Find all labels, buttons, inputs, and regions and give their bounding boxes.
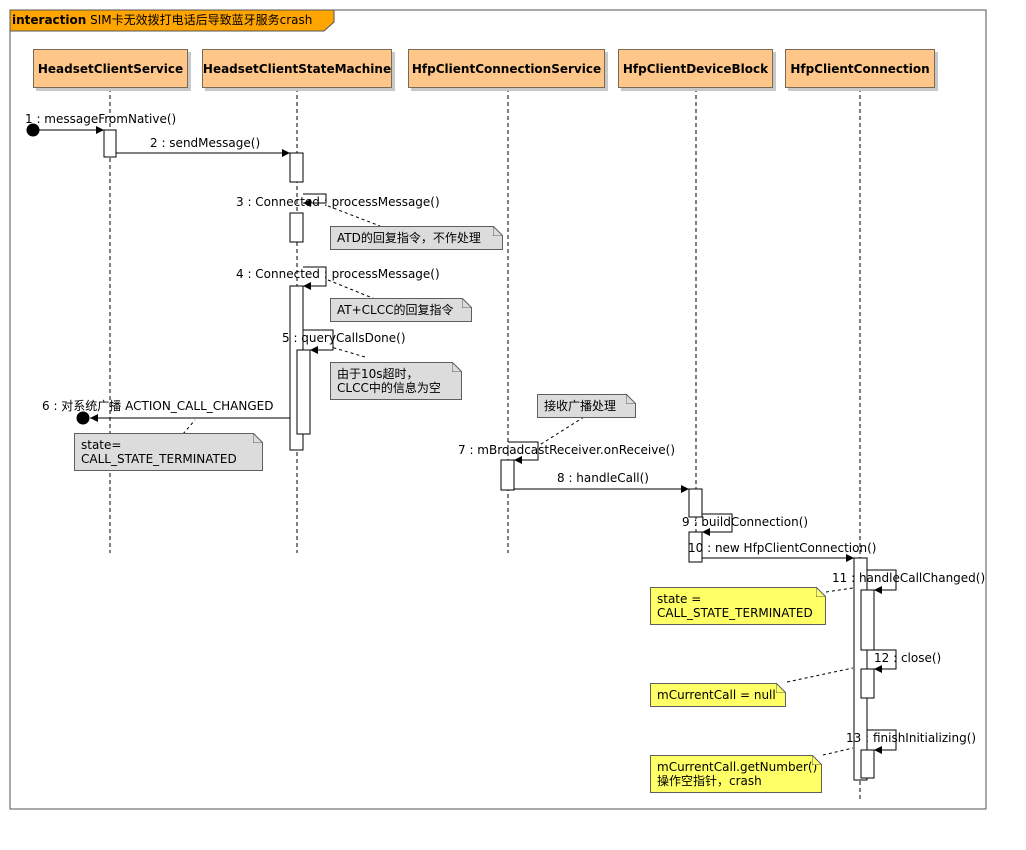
note-state1-line1: state= [81,438,122,452]
frame-keyword: interaction [12,13,87,27]
note-atd-text: ATD的回复指令，不作处理 [337,231,481,245]
frame-tab-bg [9,9,335,32]
message-label-3: 3 : Connected : processMessage() [236,195,440,209]
lifeline-headsetclientservice[interactable]: HeadsetClientService [33,49,188,88]
note-fold-icon [462,298,472,308]
note-atd: ATD的回复指令，不作处理 [330,226,503,250]
note-fold-icon [812,755,822,765]
note-broadcast-text: 接收广播处理 [544,399,617,413]
frame-title: interaction SIM卡无效拨打电话后导致蓝牙服务crash [10,10,330,30]
lifeline-hfpclientconnection[interactable]: HfpClientConnection [785,49,935,88]
note-crash-line2: 操作空指针，crash [657,774,762,788]
note-timeout: 由于10s超时， CLCC中的信息为空 [330,362,462,400]
note-state1-line2: CALL_STATE_TERMINATED [81,452,237,466]
activations [103,129,875,781]
note-fold-icon [776,683,786,693]
frame-name: SIM卡无效拨打电话后导致蓝牙服务crash [90,13,313,27]
note-timeout-line2: CLCC中的信息为空 [337,381,441,395]
interaction-frame [9,9,987,810]
lifeline-hfpclientconnectionservice[interactable]: HfpClientConnectionService [408,49,605,88]
note-crash-line1: mCurrentCall.getNumber() [657,760,818,774]
note-state2-line1: state = [657,592,702,606]
note-state-terminated-2: state = CALL_STATE_TERMINATED [650,587,826,625]
message-label-12: 12 : close() [874,651,942,665]
note-null-call: mCurrentCall = null [650,683,786,707]
message-label-10: 10 : new HfpClientConnection() [688,541,877,555]
message-label-5: 5 : queryCallsDone() [282,331,406,345]
message-arrows [26,123,897,754]
note-fold-icon [493,226,503,236]
note-timeout-line1: 由于10s超时， [337,367,419,381]
lifeline-headsetclientstatemachine[interactable]: HeadsetClientStateMachine [202,49,392,88]
message-label-13: 13 : finishInitializing() [846,731,977,745]
note-broadcast: 接收广播处理 [537,394,636,418]
note-fold-icon [816,587,826,597]
note-clcc-text: AT+CLCC的回复指令 [337,303,454,317]
message-label-4: 4 : Connected : processMessage() [236,267,440,281]
message-label-6: 6 : 对系统广播 ACTION_CALL_CHANGED [42,399,274,413]
note-fold-icon [626,394,636,404]
message-label-11: 11 : handleCallChanged() [832,571,986,585]
note-state2-line2: CALL_STATE_TERMINATED [657,606,813,620]
note-fold-icon [253,433,263,443]
note-state-terminated-1: state= CALL_STATE_TERMINATED [74,433,263,471]
message-label-9: 9 : buildConnection() [682,515,809,529]
message-label-7: 7 : mBroadcastReceiver.onReceive() [458,443,676,457]
lifeline-hfpclientdeviceblock[interactable]: HfpClientDeviceBlock [618,49,773,88]
message-label-1: 1 : messageFromNative() [25,112,177,126]
note-crash: mCurrentCall.getNumber() 操作空指针，crash [650,755,822,793]
note-clcc: AT+CLCC的回复指令 [330,298,472,322]
note-null-call-text: mCurrentCall = null [657,688,776,702]
message-label-8: 8 : handleCall() [557,471,649,485]
note-fold-icon [452,362,462,372]
message-label-2: 2 : sendMessage() [150,136,261,150]
note-connectors [182,205,854,756]
